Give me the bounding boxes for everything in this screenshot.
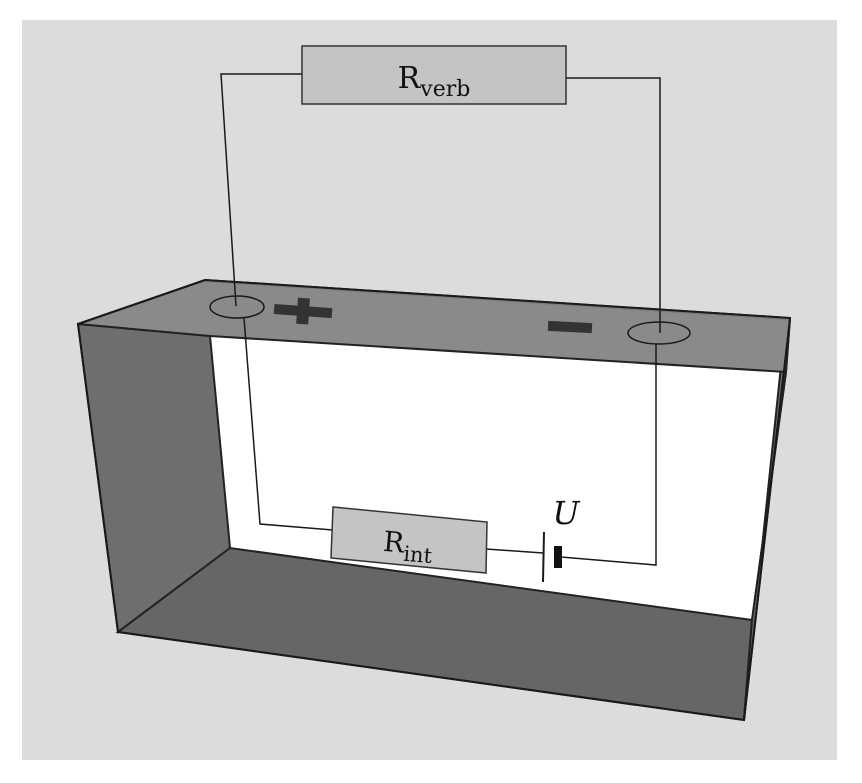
minus-sign-icon — [547, 320, 593, 334]
positive-terminal — [209, 295, 265, 319]
internal-wire-middle — [485, 548, 544, 554]
negative-terminal — [627, 321, 691, 345]
internal-resistor-label: R — [382, 525, 407, 560]
external-wire-left — [220, 73, 302, 307]
internal-wire-right — [560, 344, 657, 566]
voltage-source-short-plate — [554, 546, 562, 568]
voltage-source-long-plate — [542, 531, 545, 583]
voltage-label: U — [553, 494, 581, 532]
internal-wire-left — [243, 317, 334, 531]
external-resistor-subscript: verb — [419, 77, 470, 102]
external-resistor-label: R — [398, 61, 422, 96]
plus-sign-icon — [273, 297, 333, 325]
svg-text:Rverb: Rverb — [398, 61, 471, 102]
internal-resistor-subscript: int — [402, 542, 433, 568]
svg-text:Rint: Rint — [381, 525, 435, 568]
external-wire-right — [566, 77, 661, 333]
external-resistor — [301, 45, 567, 105]
internal-resistor — [330, 506, 488, 574]
